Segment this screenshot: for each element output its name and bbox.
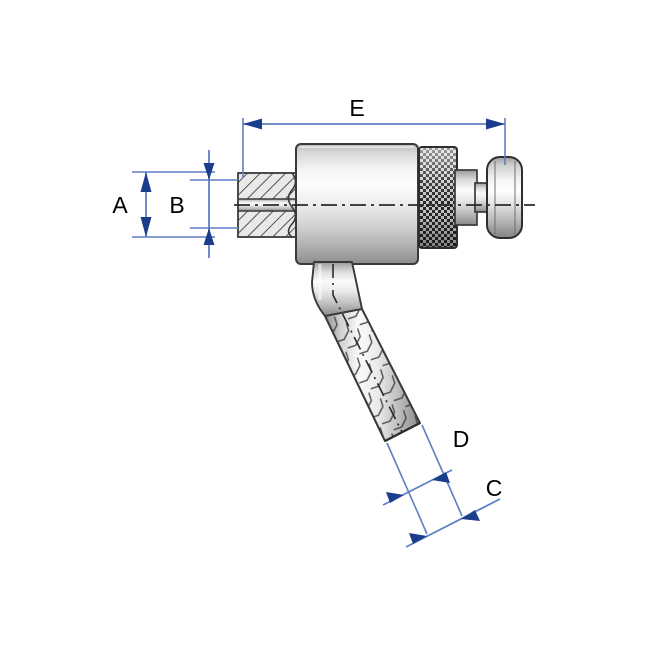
dimension-B-label: B [169,192,184,218]
dimension-A-arrow-bottom [140,217,152,237]
ribbed-spout-tube [324,308,421,442]
dimension-annotations-group: E A B D [112,95,506,548]
dimension-B-arrow-bottom [203,228,215,245]
part-geometry-group [234,143,535,442]
dimension-C-arrow-upper [461,510,480,521]
dimension-C: C [405,475,503,548]
dimension-B: B [169,150,238,258]
angled-spout-elbow [311,261,363,317]
dimension-A-arrow-top [140,172,152,192]
dimension-D-arrow-upper [432,472,450,483]
dimension-C-arrow-lower [409,533,427,544]
dimension-C-ext-b [451,492,463,517]
dimension-A-label: A [112,192,128,218]
dimension-D: D [382,424,470,512]
dimension-E-arrow-left [243,118,262,130]
dimension-E-arrow-right [486,118,505,130]
dimension-D-arrow-lower [386,492,404,503]
dimension-B-arrow-top [203,163,215,180]
dimension-E: E [242,95,506,178]
dimension-C-label: C [486,475,503,501]
dimension-D-ext-a [386,442,418,512]
dimension-A: A [112,171,215,238]
end-knob-cap [486,156,523,239]
knurled-collar [418,146,458,249]
dimension-E-label: E [349,95,364,121]
spout-centerline [332,264,403,433]
main-cylindrical-body [295,143,419,265]
dimension-C-ext-a [416,510,428,535]
dimension-D-label: D [453,426,470,452]
